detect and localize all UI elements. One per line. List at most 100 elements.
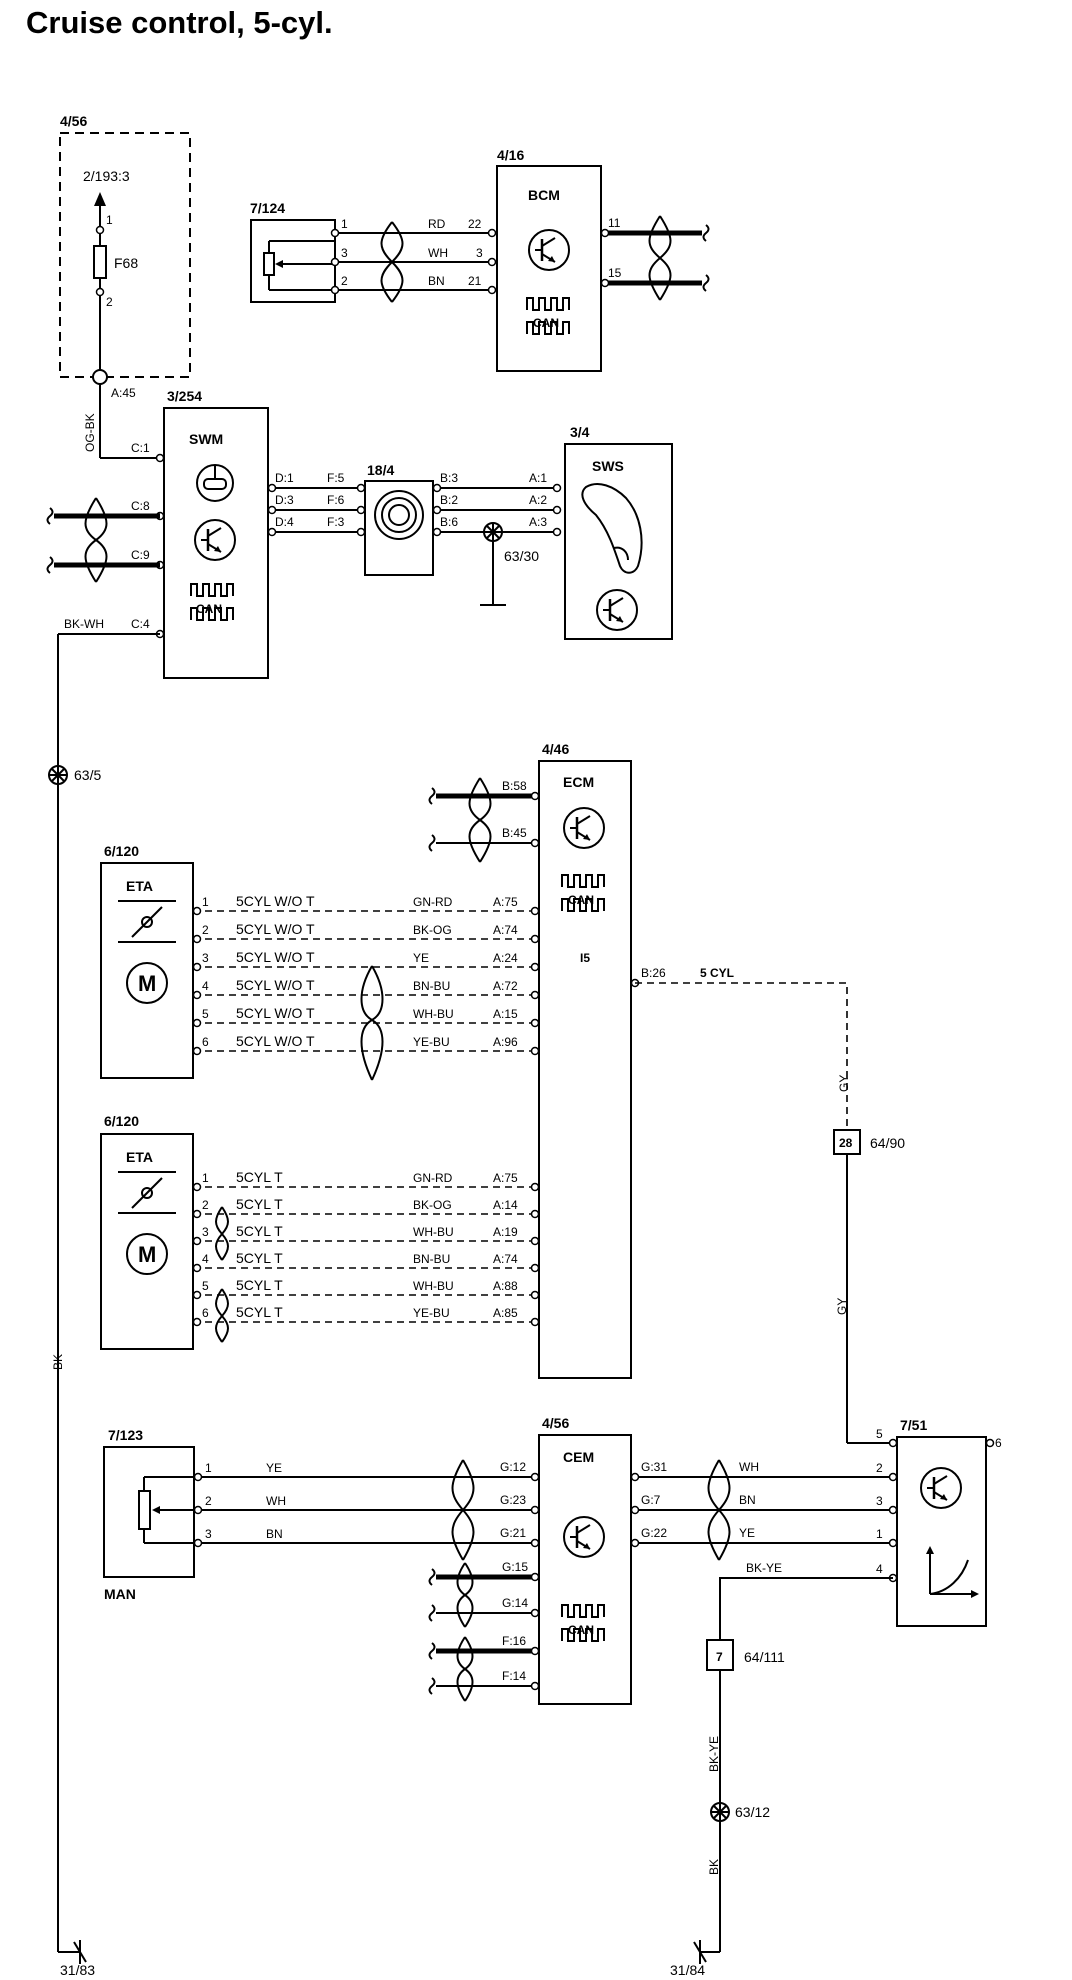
cs-pin-b6: B:6: [440, 515, 458, 529]
eta-variant: 5CYL W/O T: [236, 1005, 315, 1021]
connector-pin: [192, 1236, 202, 1246]
eta-pin: 6: [202, 1035, 209, 1049]
connector-pin: [530, 990, 540, 1000]
ecm-a-pin: A:75: [493, 1171, 518, 1185]
eta-variant: 5CYL T: [236, 1304, 283, 1320]
cem-pin-f14: F:14: [502, 1669, 526, 1683]
throttle-valve-icon: [131, 1177, 163, 1209]
connector-pin: [530, 1236, 540, 1246]
ecm-a-pin: A:75: [493, 895, 518, 909]
fuse-box-ref: 4/56: [60, 113, 87, 129]
eta-variant: 5CYL T: [236, 1223, 283, 1239]
page-title: Cruise control, 5-cyl.: [26, 5, 333, 40]
eta-variant: 5CYL T: [236, 1277, 283, 1293]
ecm-a-pin: A:72: [493, 979, 518, 993]
eta-wire-color: BN-BU: [413, 979, 450, 993]
junction-64-90: 28 64/90 GY: [833, 1129, 905, 1444]
junction-64-90-num: 28: [839, 1136, 853, 1150]
ecm-a-pin: A:74: [493, 923, 518, 937]
arrow-up-icon: [94, 192, 106, 206]
junction-64-111-num: 7: [716, 1650, 723, 1664]
connector-pin: [192, 1018, 202, 1028]
bcm-name: BCM: [528, 187, 560, 203]
throttle-valve-icon: [131, 906, 163, 938]
swm-pin-c8: C:8: [131, 499, 150, 513]
bcm-module: 4/16 BCM CAN 22 3 21 11 15: [468, 147, 710, 372]
connector-pin: [192, 1263, 202, 1273]
fuse-label: F68: [114, 255, 138, 271]
gy-wire-bottom: GY: [835, 1298, 849, 1315]
swm-pin-d3: D:3: [275, 493, 294, 507]
man-wire-1: YE: [266, 1461, 282, 1475]
ground-63-30: 63/30: [504, 548, 539, 564]
connector-pin: [192, 1182, 202, 1192]
ecm-engine: I5: [580, 951, 590, 965]
bcm-pin-15: 15: [608, 266, 622, 280]
eta-wot-ref: 6/120: [104, 843, 139, 859]
man-pin-3: 3: [205, 1527, 212, 1541]
sws-name: SWS: [592, 458, 624, 474]
junction-64-111: 7 64/111 BK-YE 63/12 BK 31/84: [670, 1639, 785, 1978]
sensor-7124-wire-2: WH: [428, 246, 448, 260]
sensor-7124-ref: 7/124: [250, 200, 285, 216]
cs-pin-b2: B:2: [440, 493, 458, 507]
pedal-pin-2: 2: [876, 1461, 883, 1475]
connector-pin: [192, 990, 202, 1000]
splice-icon: [710, 1802, 730, 1822]
connector-pin: [192, 1046, 202, 1056]
connector-pin: [192, 934, 202, 944]
connector-pin: [530, 962, 540, 972]
fuse-pin-bottom: 2: [106, 295, 113, 309]
sensor-7-124: 7/124 1 3 2 RD WH BN: [250, 200, 497, 303]
sws-ref: 3/4: [570, 424, 590, 440]
fuse-icon: [93, 245, 107, 279]
eta-wot-name: ETA: [126, 878, 153, 894]
eta-variant: 5CYL W/O T: [236, 977, 315, 993]
gy-wire-top: GY: [837, 1075, 851, 1092]
cem-module: 4/56 CEM CAN G:12 G:23 G:21 G:15 G:14 F:…: [428, 1415, 893, 1705]
swm-pin-c9: C:9: [131, 548, 150, 562]
swm-clockspring-wires: D:1 D:3 D:4 F:5 F:6 F:3: [267, 471, 366, 537]
eta-variant: 5CYL T: [236, 1250, 283, 1266]
stalk-switch-icon: [581, 483, 643, 574]
cem-pin-g23: G:23: [500, 1493, 526, 1507]
cs-pin-f3: F:3: [327, 515, 345, 529]
cem-pin-g21: G:21: [500, 1526, 526, 1540]
ground-31-84: 31/84: [670, 1962, 705, 1978]
man-sensor: 7/123 MAN 1 2 3 YE WH BN: [103, 1427, 540, 1602]
swm-wire-c4: BK-WH: [64, 617, 104, 631]
man-wire-3: BN: [266, 1527, 283, 1541]
sws-module: 3/4 SWS A:1 A:2 A:3: [529, 424, 673, 640]
connector-pin: [530, 906, 540, 916]
eta-variant: 5CYL W/O T: [236, 949, 315, 965]
eta-pin: 2: [202, 923, 209, 937]
eta-pin: 4: [202, 1252, 209, 1266]
ecm-can: CAN: [568, 893, 594, 907]
cem-pin-g12: G:12: [500, 1460, 526, 1474]
eta-pin: 2: [202, 1198, 209, 1212]
swm-pin-d1: D:1: [275, 471, 294, 485]
transistor-icon: [527, 228, 571, 272]
left-ground-line: 63/5 BK 31/83: [48, 765, 101, 1978]
eta-pin: 3: [202, 951, 209, 965]
connector-pin: [530, 1018, 540, 1028]
eta-t-name: ETA: [126, 1149, 153, 1165]
ecm-name: ECM: [563, 774, 594, 790]
pedal-sensor-7-51: 7/51 5 2 3 1 4 6 BK-YE: [719, 1417, 1002, 1640]
eta-pin: 6: [202, 1306, 209, 1320]
cem-pin-g31: G:31: [641, 1460, 667, 1474]
ground-31-83: 31/83: [60, 1962, 95, 1978]
swm-name: SWM: [189, 431, 223, 447]
potentiometer-icon: [263, 252, 275, 276]
bcm-pin-11: 11: [608, 216, 621, 230]
eta-pin: 1: [202, 895, 209, 909]
sws-pin-a3: A:3: [529, 515, 547, 529]
eta-variant: 5CYL T: [236, 1196, 283, 1212]
eta-pin: 1: [202, 1171, 209, 1185]
cem-wire-ye: YE: [739, 1526, 755, 1540]
bcm-pin-22: 22: [468, 217, 482, 231]
clockspring-icon: [374, 490, 424, 540]
svg-text:M: M: [138, 1242, 156, 1267]
cem-ref: 4/56: [542, 1415, 569, 1431]
cem-pin-g15: G:15: [502, 1560, 528, 1574]
